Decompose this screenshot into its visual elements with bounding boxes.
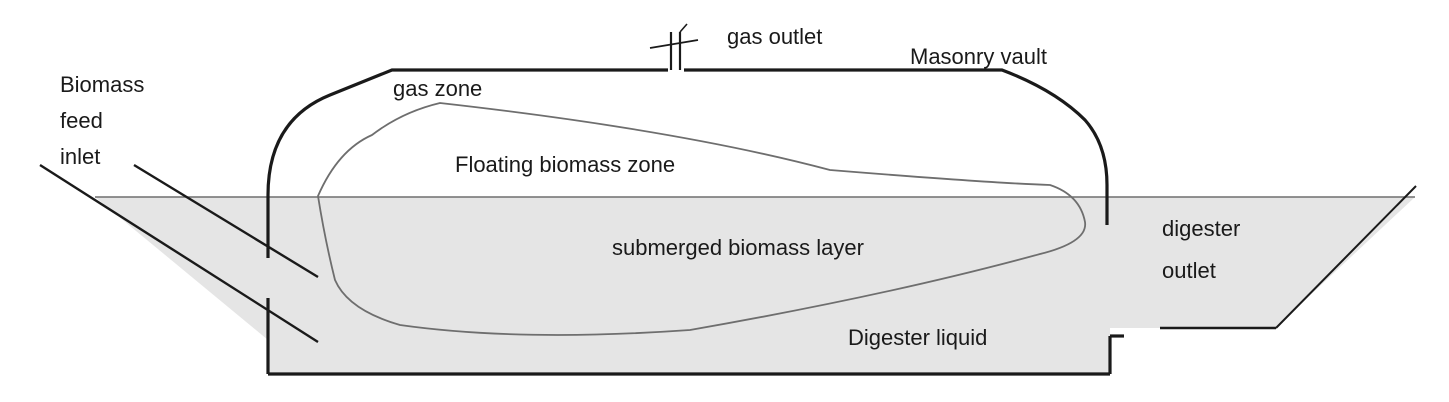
- digester-liquid-region: [95, 197, 1415, 374]
- digester-outlet-line-2: outlet: [1162, 258, 1216, 283]
- floating-biomass-zone-label: Floating biomass zone: [455, 152, 675, 177]
- masonry-vault-label: Masonry vault: [910, 44, 1047, 69]
- feed-inlet-pipe-lower: [39, 163, 319, 344]
- gas-zone-label: gas zone: [393, 76, 482, 101]
- masonry-vault-right: [684, 68, 1109, 225]
- gas-valve-mark: [679, 23, 688, 33]
- biomass-feed-inlet-line-3: inlet: [60, 144, 100, 169]
- digester-outlet-label: digester outlet: [1162, 216, 1246, 283]
- biomass-feed-inlet-label: Biomass feed inlet: [60, 72, 150, 169]
- masonry-vault: [266, 68, 668, 258]
- submerged-biomass-layer-label: submerged biomass layer: [612, 235, 864, 260]
- feed-inlet-pipe-upper: [133, 163, 319, 279]
- digester-liquid-label: Digester liquid: [848, 325, 987, 350]
- biomass-feed-inlet-line-1: Biomass: [60, 72, 144, 97]
- gas-valve-handle: [649, 39, 699, 49]
- digester-outlet-line-1: digester: [1162, 216, 1240, 241]
- gas-outlet-label: gas outlet: [727, 24, 822, 49]
- biomass-zone-outline: [317, 102, 1086, 336]
- outlet-channel-slope: [1275, 185, 1417, 329]
- biomass-feed-inlet-line-2: feed: [60, 108, 103, 133]
